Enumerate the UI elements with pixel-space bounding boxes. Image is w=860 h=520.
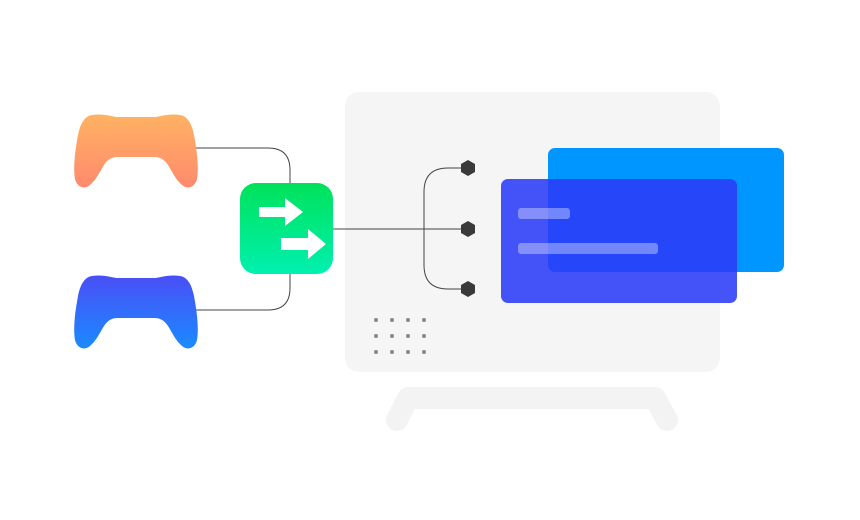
hexagon-icon: [461, 221, 475, 237]
hub-icon: [240, 183, 333, 274]
gamepad-icon: [74, 114, 198, 188]
hexagon-icon: [461, 160, 475, 176]
panel-text-line-long: [518, 243, 658, 254]
connector-bracket: [423, 167, 468, 290]
monitor-stand-icon: [386, 387, 678, 431]
transfer-arrows-icon: [259, 198, 326, 259]
hexagon-icon: [461, 281, 475, 297]
connector-line-top: [193, 147, 291, 185]
dot-grid-icon: [374, 318, 426, 354]
gamepad-icon: [74, 275, 198, 349]
connector-line-bottom: [193, 272, 291, 311]
panel-text-line-short: [518, 208, 570, 219]
window-front-panel-icon: [501, 179, 737, 303]
